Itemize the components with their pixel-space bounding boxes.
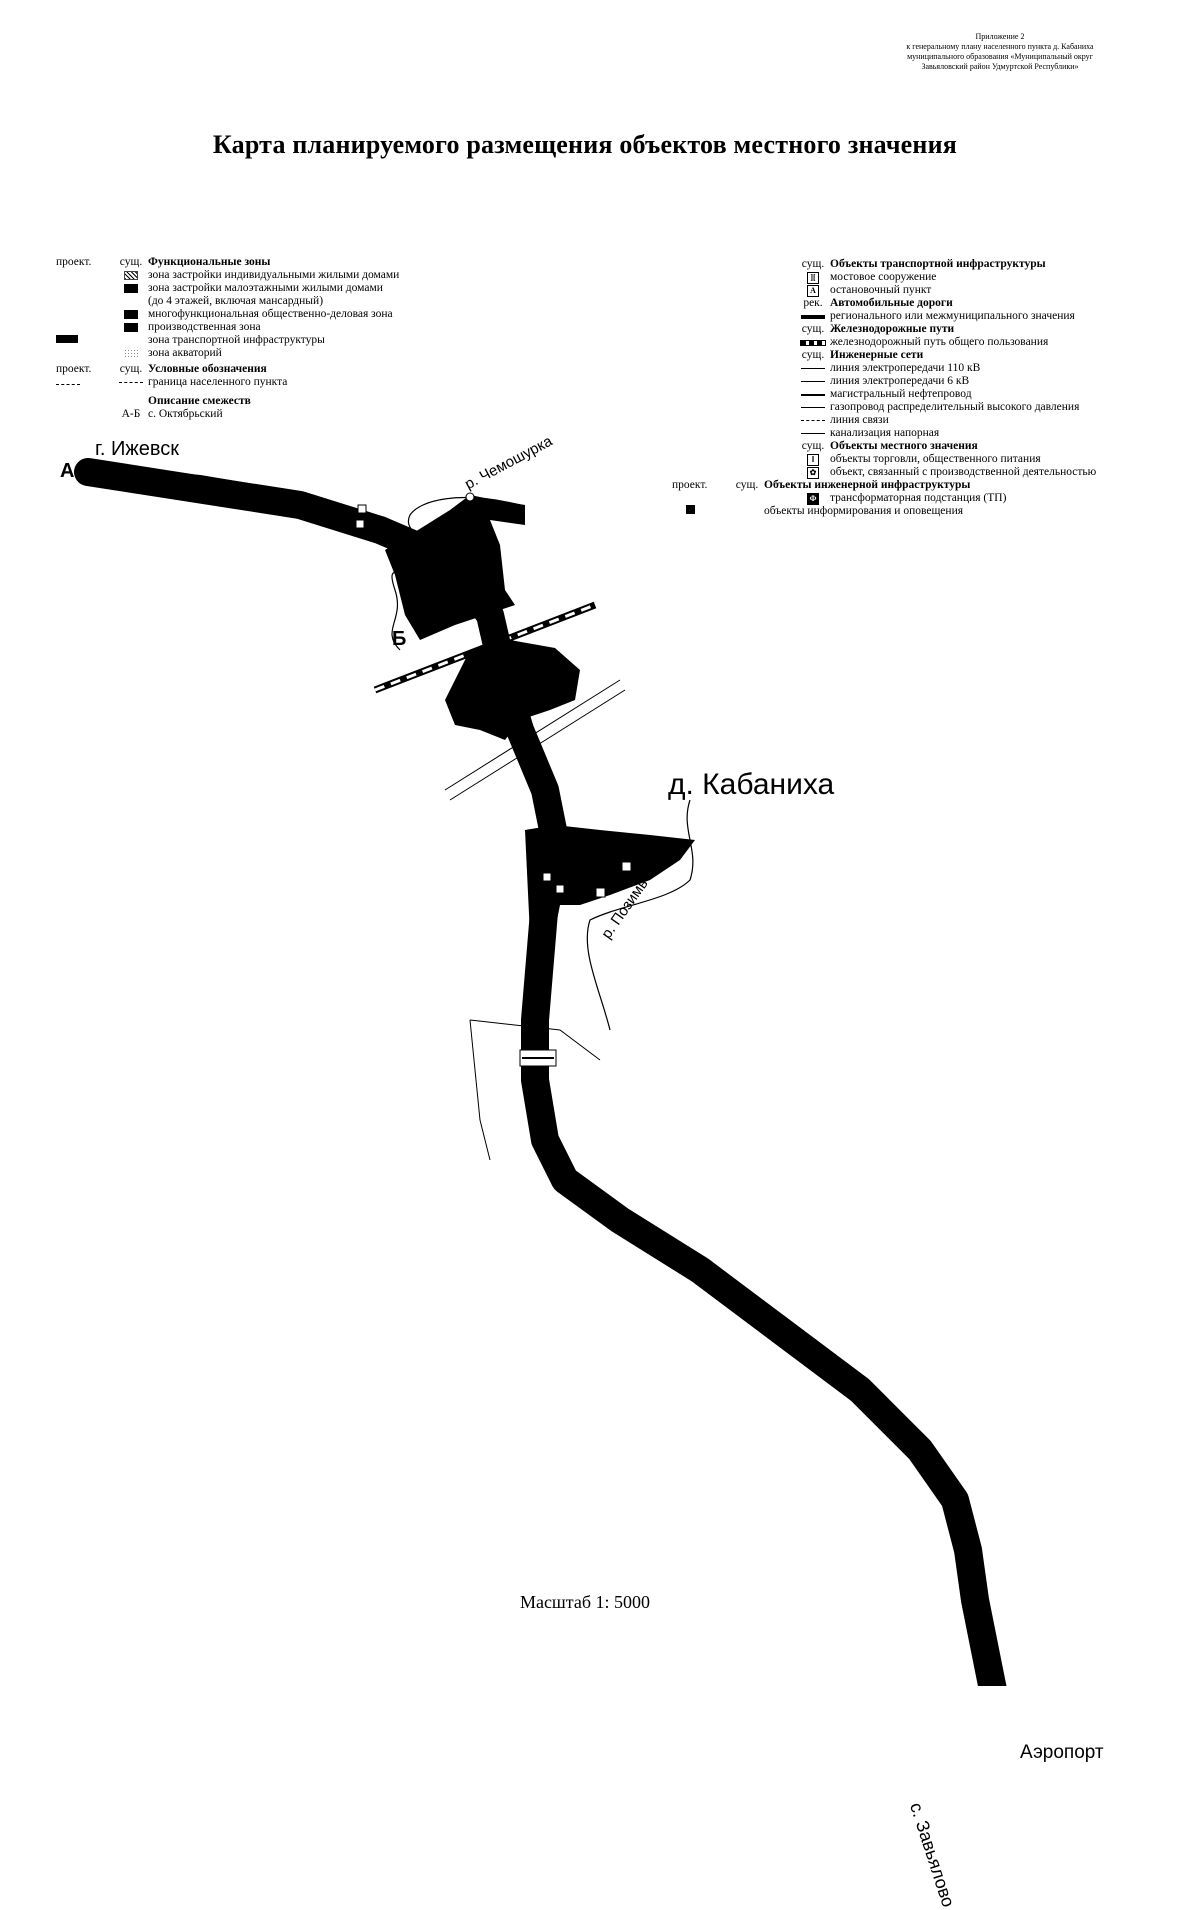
stop-label: остановочный пункт [830, 284, 932, 296]
page-title: Карта планируемого размещения объектов м… [212, 130, 958, 159]
bridge-icon [519, 1049, 557, 1067]
annex-line: к генеральному плану населенного пункта … [906, 42, 1094, 51]
local-object-markers [465, 492, 632, 898]
power-110-line [801, 368, 825, 369]
local-item: объекты торговли, общественного питания [830, 453, 1041, 465]
col-exist-label: сущ. [801, 440, 825, 452]
zones-header: Функциональные зоны [148, 256, 271, 268]
label-airport: Аэропорт [1020, 1742, 1104, 1763]
legend-left: проект. сущ. Функциональные зоны зона за… [56, 256, 476, 421]
col-rec-label: рек. [803, 297, 823, 309]
zone-north-settlement [385, 495, 525, 640]
label-kabanikha: д. Кабаниха [668, 768, 835, 801]
local-header: Объекты местного значения [830, 440, 978, 452]
label-izhevsk: г. Ижевск [95, 438, 179, 460]
col-proj-label: проект. [56, 363, 92, 375]
label-river-chemoshurka: р. Чемошурка [462, 432, 556, 493]
infra-header: Объекты инженерной инфраструктуры [764, 479, 971, 491]
zone-item: производственная зона [148, 321, 261, 333]
power-6-line [801, 381, 825, 382]
railway [373, 601, 597, 694]
gas-pipeline-line [801, 407, 825, 408]
col-exist-label: сущ. [735, 479, 759, 491]
rivers [391, 496, 694, 1031]
eng-item: линия связи [830, 414, 889, 426]
col-exist-label: сущ. [119, 256, 143, 268]
zone-middle-block [445, 640, 580, 740]
transformer-icon: Ф [807, 492, 819, 505]
infra-item: трансформаторная подстанция (ТП) [830, 492, 1007, 504]
adjacency-code: А-Б [121, 408, 141, 420]
annex-line: Приложение 2 [975, 32, 1025, 41]
col-proj-label: проект. [672, 479, 708, 491]
eng-item: магистральный нефтепровод [830, 388, 972, 400]
boundary-label: граница населенного пункта [148, 376, 288, 388]
railway-line [800, 339, 826, 346]
eng-item: линия электропередачи 6 кВ [830, 375, 970, 387]
zone-lowrise-swatch [124, 284, 138, 293]
adjacency-header: Описание смежеств [148, 395, 251, 407]
zone-item: зона акваторий [148, 347, 222, 359]
zone-item: (до 4 этажей, включая мансардный) [148, 295, 324, 307]
point-a-arrow [78, 466, 88, 478]
boundary-exist-line [119, 382, 143, 383]
rail-header: Железнодорожные пути [830, 323, 955, 335]
info-object-proj-swatch [686, 505, 695, 514]
zone-item: многофункциональная общественно-деловая … [148, 308, 393, 320]
engineering-lines [444, 679, 626, 1161]
oil-pipeline-line [801, 393, 825, 396]
infra-item: объекты информирования и оповещения [764, 505, 964, 517]
roads-item: регионального или межмуниципального знач… [830, 310, 1075, 322]
zone-individual-swatch [124, 271, 138, 280]
eng-item: линия электропередачи 110 кВ [830, 362, 981, 374]
label-point-a: А [60, 460, 75, 482]
adjacency-text: с. Октябрьский [148, 408, 223, 420]
regional-road-line [801, 314, 825, 319]
map-canvas [74, 458, 1007, 1686]
col-exist-label: сущ. [801, 349, 825, 361]
zone-item: зона транспортной инфраструктуры [148, 334, 325, 346]
zone-item: зона застройки малоэтажными жилыми домам… [148, 282, 383, 294]
stop-markers [355, 504, 565, 894]
col-exist-label: сущ. [119, 363, 143, 375]
label-point-b: Б [392, 628, 407, 650]
zone-industrial-small [538, 920, 556, 938]
roads-header: Автомобильные дороги [830, 297, 953, 309]
eng-item: газопровод распределительный высокого да… [830, 401, 1080, 413]
label-zavyalovo: с. Завьялово [905, 1800, 959, 1910]
zone-item: зона застройки индивидуальными жилыми до… [148, 269, 400, 281]
legend-right: сущ.Объекты транспортной инфраструктуры … [672, 258, 1158, 518]
col-exist-label: сущ. [801, 258, 825, 270]
city-entry-road [87, 465, 301, 502]
eng-item: канализация напорная [830, 427, 940, 439]
symbols-header: Условные обозначения [148, 363, 267, 375]
transport-header: Объекты транспортной инфраструктуры [830, 258, 1046, 270]
eng-header: Инженерные сети [830, 349, 924, 361]
annex-header: Приложение 2 к генеральному плану населе… [860, 32, 1140, 72]
boundary-proj-line [56, 384, 80, 385]
local-item: объект, связанный с производственной дея… [830, 466, 1097, 478]
comm-line [801, 420, 825, 421]
col-exist-label: сущ. [801, 323, 825, 335]
main-road-corridor [74, 458, 1007, 1686]
sewer-line [801, 433, 825, 434]
trade-icon: ‖ [807, 453, 819, 466]
annex-line: Завьяловский район Удмуртской Республики… [921, 62, 1079, 71]
rail-item: железнодорожный путь общего пользования [830, 336, 1049, 348]
label-river-pozim: р. Позимь [598, 875, 652, 942]
zone-fills [385, 495, 695, 940]
bridge-label: мостовое сооружение [830, 271, 937, 283]
col-proj-label: проект. [56, 256, 92, 268]
production-icon: ✿ [807, 466, 819, 479]
zone-water-swatch [124, 349, 138, 358]
zone-transport-proj-swatch [56, 335, 78, 343]
map-scale: Масштаб 1: 5000 [519, 1592, 651, 1612]
zone-industrial-swatch [124, 323, 138, 332]
zone-business-swatch [124, 310, 138, 319]
annex-line: муниципального образования «Муниципальны… [907, 52, 1093, 61]
bus-stop-icon: А [807, 284, 819, 297]
bridge-icon: ][ [807, 271, 819, 284]
